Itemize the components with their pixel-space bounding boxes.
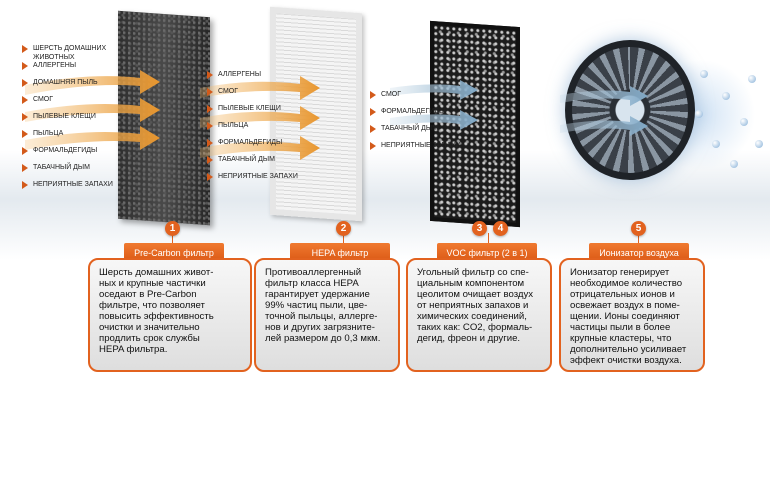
stage-description-box: Противоаллергенный фильтр класса HEPA га… <box>254 258 400 372</box>
bullet-triangle-icon <box>370 125 376 133</box>
bullet-triangle-icon <box>22 130 28 138</box>
pollutant-item: ТАБАЧНЫЙ ДЫМ <box>370 124 461 141</box>
ion-bubble <box>695 110 703 118</box>
stage-number-4: 4 <box>493 221 508 236</box>
pollutant-item: ПЫЛЬЦА <box>207 121 298 138</box>
pollutant-list-stage3: СМОГ ФОРМАЛЬДЕГИДЫ ТАБАЧНЫЙ ДЫМ НЕПРИЯТН… <box>370 90 461 158</box>
stage-number-5: 5 <box>631 221 646 236</box>
bullet-triangle-icon <box>370 91 376 99</box>
pollutant-item: СМОГ <box>22 95 119 112</box>
pollutant-item: СМОГ <box>207 87 298 104</box>
pollutant-item: АЛЛЕРГЕНЫ <box>22 61 119 78</box>
ion-bubble <box>730 160 738 168</box>
pollutant-item: НЕПРИЯТНЫЕ ЗАПАХИ <box>22 180 119 197</box>
pollutant-item: ПЫЛЬЦА <box>22 129 119 146</box>
bullet-triangle-icon <box>22 113 28 121</box>
stage-title: HEPA фильтр <box>311 248 369 258</box>
bullet-triangle-icon <box>207 139 213 147</box>
bullet-triangle-icon <box>207 105 213 113</box>
pollutant-item: ТАБАЧНЫЙ ДЫМ <box>207 155 298 172</box>
pollutant-item: ФОРМАЛЬДЕГИДЫ <box>207 138 298 155</box>
bullet-triangle-icon <box>370 142 376 150</box>
bullet-triangle-icon <box>22 96 28 104</box>
stage-number-3: 3 <box>472 221 487 236</box>
pollutant-item: ПЫЛЕВЫЕ КЛЕЩИ <box>207 104 298 121</box>
ion-bubble <box>755 140 763 148</box>
bullet-triangle-icon <box>207 173 213 181</box>
connector-line <box>488 233 489 243</box>
bullet-triangle-icon <box>207 88 213 96</box>
stage-title: Ионизатор воздуха <box>599 248 679 258</box>
blue-arrows-stage3 <box>390 80 478 130</box>
bullet-triangle-icon <box>22 147 28 155</box>
stage-description-box: Ионизатор генерирует необходимое количес… <box>559 258 705 372</box>
ion-bubble <box>722 92 730 100</box>
pollutant-list-stage1: ШЕРСТЬ ДОМАШНИХ ЖИВОТНЫХ АЛЛЕРГЕНЫ ДОМАШ… <box>22 44 119 197</box>
pollutant-item: ТАБАЧНЫЙ ДЫМ <box>22 163 119 180</box>
ion-bubble <box>748 75 756 83</box>
stage-number-2: 2 <box>336 221 351 236</box>
pollutant-list-stage2: АЛЛЕРГЕНЫ СМОГ ПЫЛЕВЫЕ КЛЕЩИ ПЫЛЬЦА ФОРМ… <box>207 70 298 189</box>
bullet-triangle-icon <box>22 45 28 53</box>
ion-bubble <box>740 118 748 126</box>
pollutant-item: НЕПРИЯТНЫЕ ЗАПАХИ <box>207 172 298 189</box>
orange-arrows-stage1 <box>25 70 160 150</box>
bullet-triangle-icon <box>22 62 28 70</box>
stage-description-box: Шерсть домашних живот- ных и крупные час… <box>88 258 252 372</box>
pollutant-item: ПЫЛЕВЫЕ КЛЕЩИ <box>22 112 119 129</box>
ion-bubble <box>712 140 720 148</box>
pollutant-item: НЕПРИЯТНЫЕ ЗАПАХИ <box>370 141 461 158</box>
connector-line <box>343 233 344 243</box>
pollutant-item: ФОРМАЛЬДЕГИДЫ <box>22 146 119 163</box>
bullet-triangle-icon <box>22 164 28 172</box>
blue-arrows-stage5 <box>560 86 648 136</box>
stage-description-box: Угольный фильтр со спе- циальным компоне… <box>406 258 552 372</box>
connector-line <box>638 233 639 243</box>
bullet-triangle-icon <box>370 108 376 116</box>
pollutant-item: АЛЛЕРГЕНЫ <box>207 70 298 87</box>
pollutant-item: ФОРМАЛЬДЕГИДЫ <box>370 107 461 124</box>
bullet-triangle-icon <box>207 122 213 130</box>
bullet-triangle-icon <box>207 156 213 164</box>
stage-title: Pre-Carbon фильтр <box>134 248 214 258</box>
ionizer-fan-image <box>565 40 695 180</box>
bullet-triangle-icon <box>22 79 28 87</box>
connector-line <box>172 233 173 243</box>
bullet-triangle-icon <box>207 71 213 79</box>
orange-arrows-stage2 <box>200 76 320 160</box>
ion-bubble <box>700 70 708 78</box>
bullet-triangle-icon <box>22 181 28 189</box>
stage-title: VOC фильтр (2 в 1) <box>446 248 528 258</box>
stage-number-1: 1 <box>165 221 180 236</box>
pollutant-item: ДОМАШНЯЯ ПЫЛЬ <box>22 78 119 95</box>
pollutant-item: ШЕРСТЬ ДОМАШНИХ ЖИВОТНЫХ <box>22 44 119 61</box>
pollutant-item: СМОГ <box>370 90 461 107</box>
